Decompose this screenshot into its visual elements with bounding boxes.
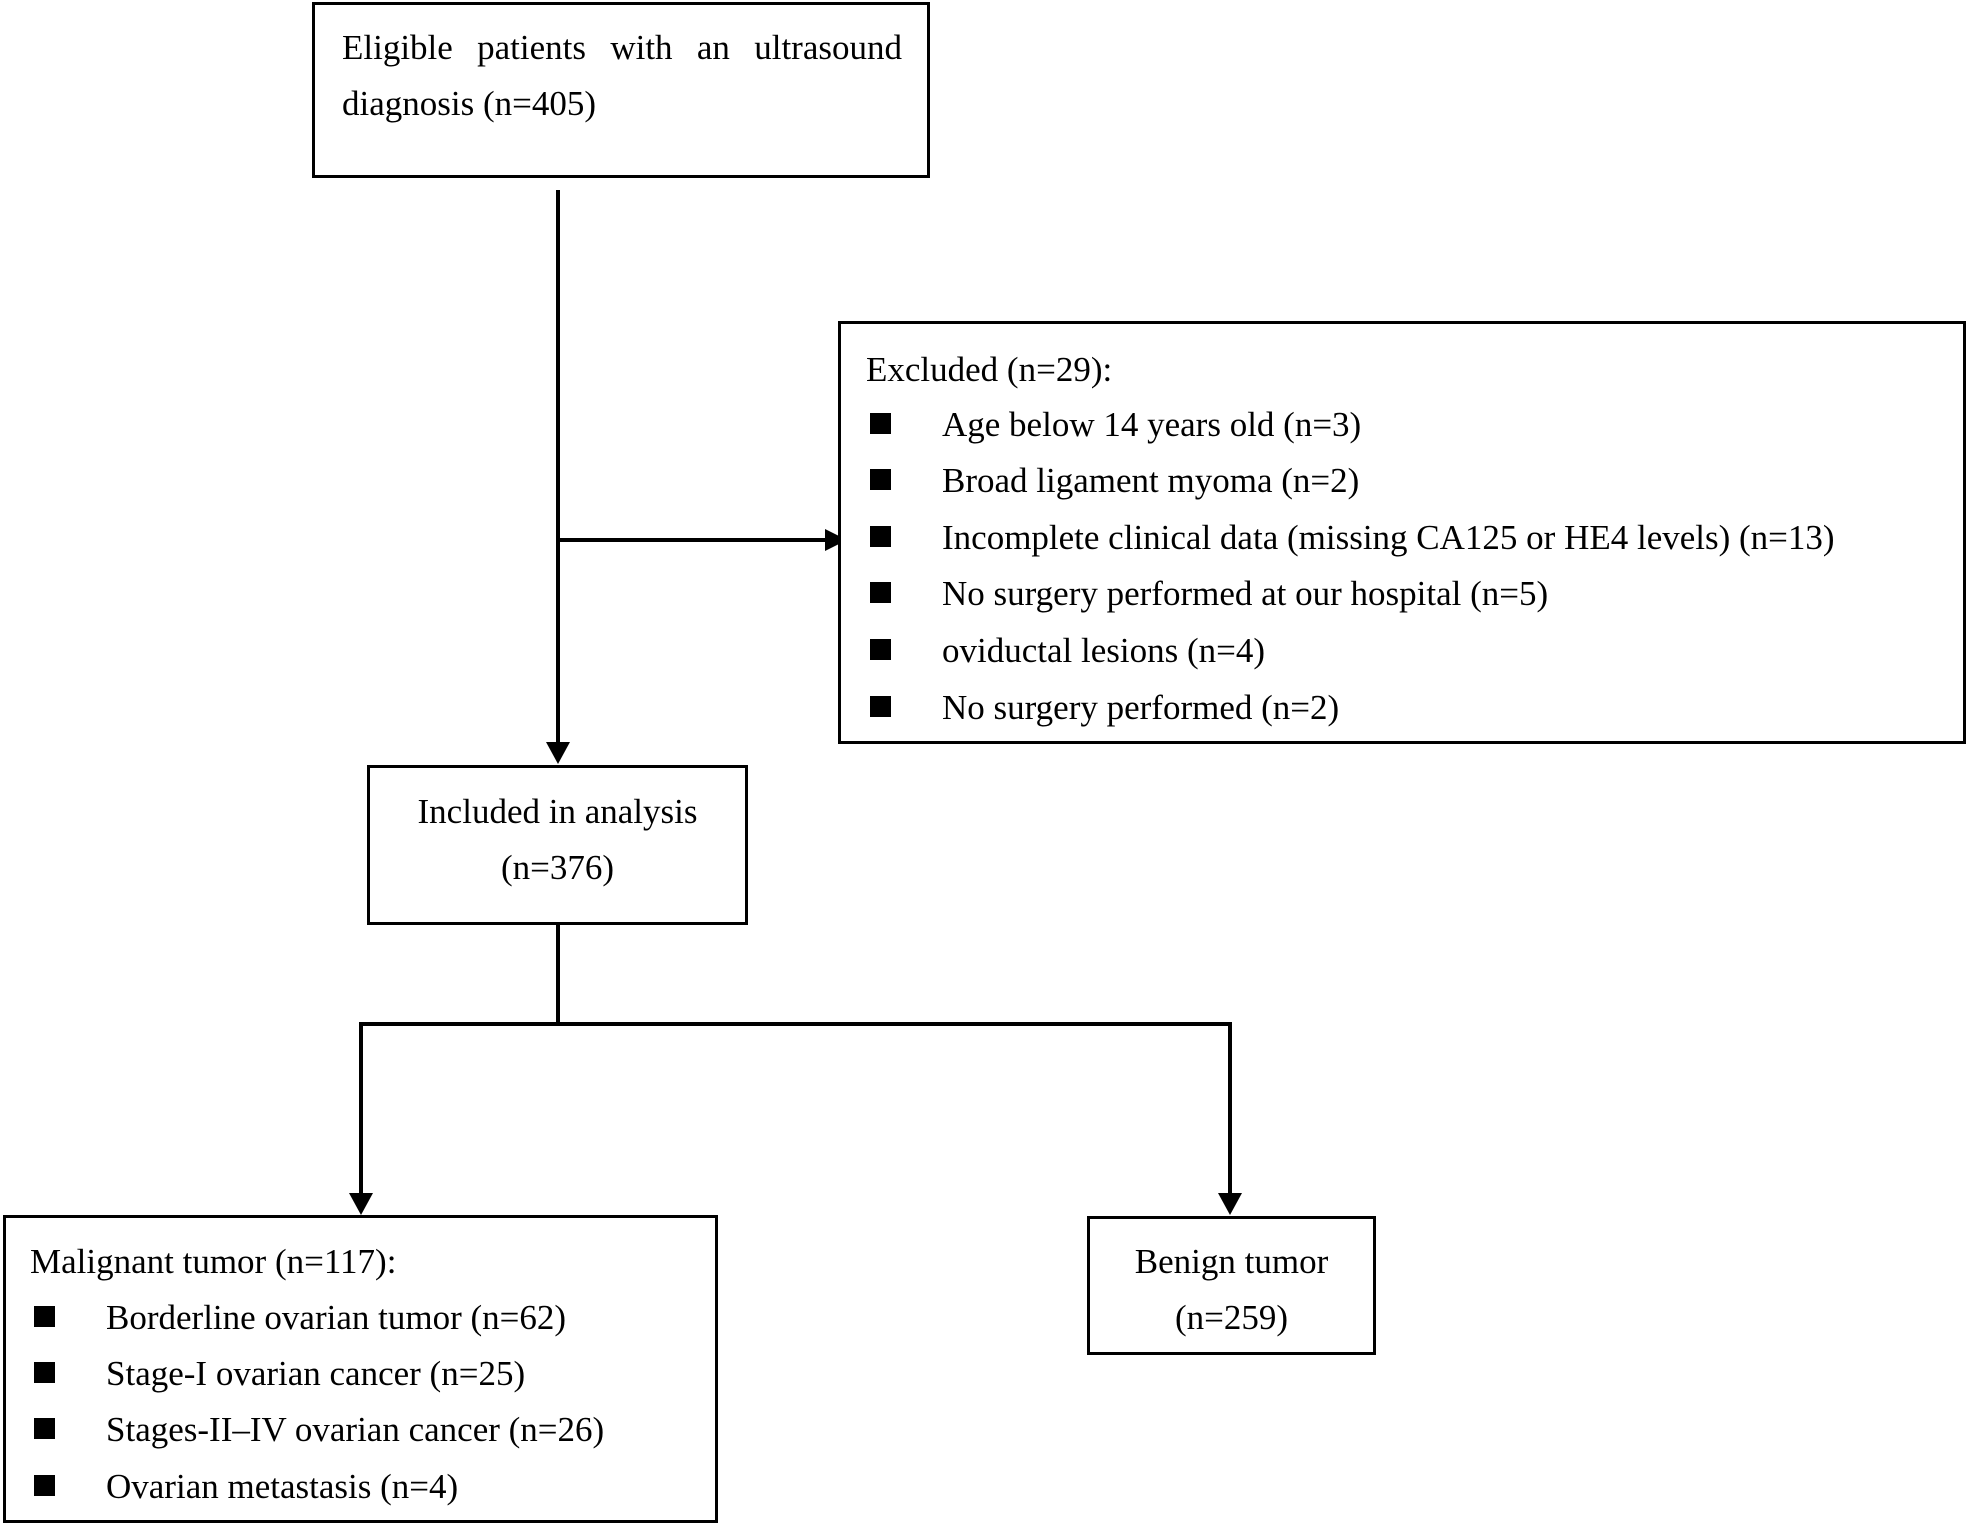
bullet-icon — [870, 413, 891, 434]
arrow-into-included — [546, 742, 570, 764]
included-line-1: Included in analysis — [417, 792, 698, 831]
included-box — [367, 765, 748, 925]
malignant-heading: Malignant tumor (n=117): — [30, 1242, 397, 1281]
malignant-item: Stage-I ovarian cancer (n=25) — [106, 1354, 526, 1393]
excluded-item: oviductal lesions (n=4) — [942, 631, 1266, 670]
excluded-item: Broad ligament myoma (n=2) — [942, 461, 1360, 500]
eligible-line-2: diagnosis (n=405) — [342, 84, 597, 123]
arrow-into-malignant — [349, 1193, 373, 1215]
bullet-icon — [870, 696, 891, 717]
bullet-icon — [870, 526, 891, 547]
bullet-icon — [870, 469, 891, 490]
malignant-item: Ovarian metastasis (n=4) — [106, 1467, 459, 1506]
bullet-icon — [34, 1475, 55, 1496]
excluded-item: No surgery performed at our hospital (n=… — [942, 574, 1549, 613]
excluded-box — [838, 321, 1966, 744]
malignant-box — [3, 1215, 718, 1523]
bullet-icon — [870, 582, 891, 603]
excluded-item: Incomplete clinical data (missing CA125 … — [942, 518, 1835, 557]
excluded-item: Age below 14 years old (n=3) — [942, 405, 1362, 444]
eligible-box — [312, 2, 930, 178]
benign-line-1: Benign tumor — [1134, 1242, 1329, 1281]
arrow-into-excluded — [825, 529, 847, 551]
benign-box — [1087, 1216, 1376, 1355]
bullet-icon — [34, 1306, 55, 1327]
bullet-icon — [870, 639, 891, 660]
excluded-heading: Excluded (n=29): — [866, 350, 1113, 389]
benign-line-2: (n=259) — [1174, 1298, 1289, 1337]
included-line-2: (n=376) — [500, 848, 615, 887]
malignant-item: Borderline ovarian tumor (n=62) — [106, 1298, 567, 1337]
arrow-into-benign — [1218, 1193, 1242, 1215]
malignant-item: Stages-II–IV ovarian cancer (n=26) — [106, 1410, 605, 1449]
bullet-icon — [34, 1418, 55, 1439]
excluded-item: No surgery performed (n=2) — [942, 688, 1340, 727]
bullet-icon — [34, 1362, 55, 1383]
eligible-line-1: Eligible patients with an ultrasound — [342, 28, 902, 67]
